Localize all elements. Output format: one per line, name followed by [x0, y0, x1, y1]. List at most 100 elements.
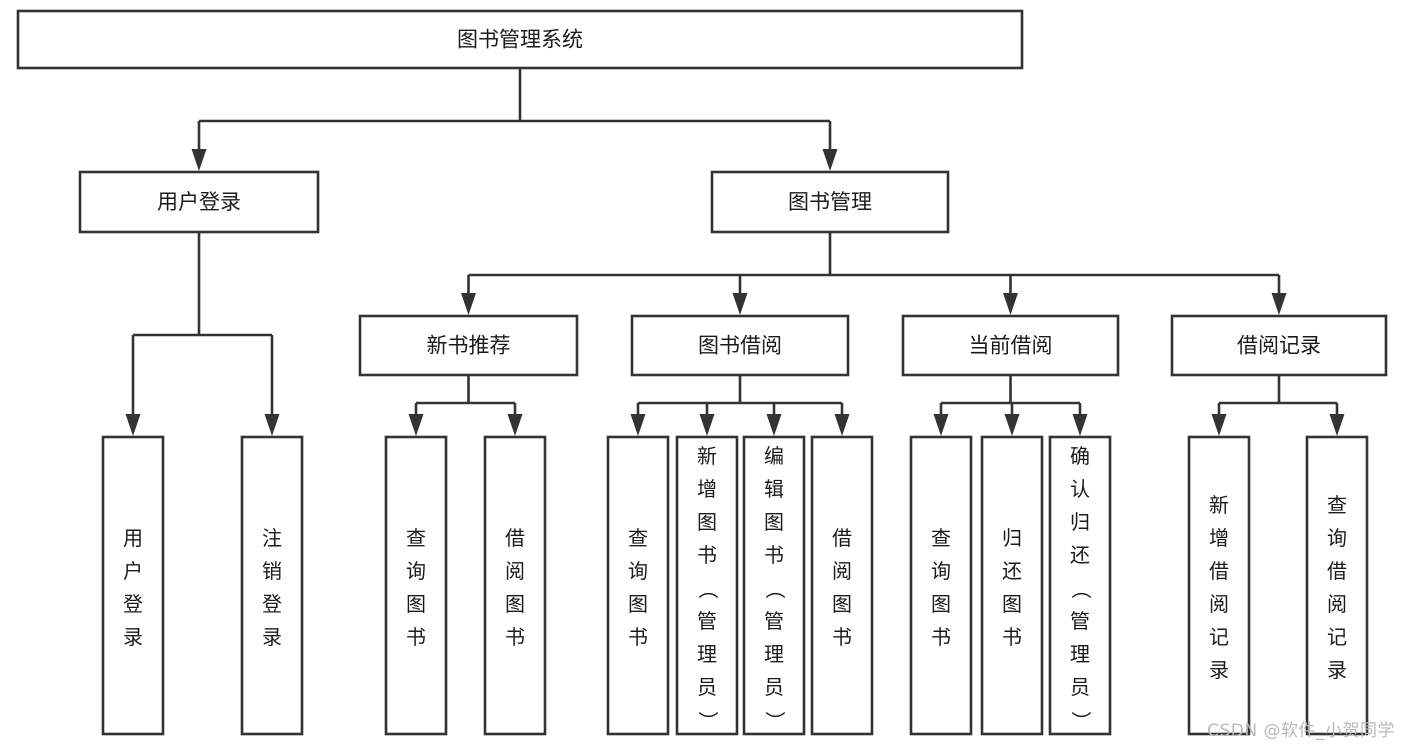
flow-node-user-login[interactable]: 用户登录 — [78, 170, 320, 234]
node-box[interactable] — [980, 435, 1044, 736]
node-label-char: 图 — [931, 592, 951, 616]
node-box[interactable] — [742, 435, 806, 736]
node-label-char: 图 — [832, 592, 852, 616]
node-box[interactable] — [358, 314, 579, 377]
edges-layer — [125, 68, 1345, 436]
node-box[interactable] — [1187, 435, 1251, 736]
edge-arrowhead — [507, 414, 523, 436]
node-label-char: 还 — [1002, 559, 1022, 583]
flow-node-book-borrow[interactable]: 图书借阅 — [630, 314, 850, 377]
node-box[interactable] — [240, 435, 304, 736]
node-label-char: 借 — [1327, 559, 1347, 583]
edge-arrowhead — [822, 149, 838, 171]
node-box[interactable] — [675, 435, 739, 736]
node-box[interactable] — [810, 435, 874, 736]
flow-node-current-borrow[interactable]: 当前借阅 — [901, 314, 1120, 377]
node-box[interactable] — [483, 435, 547, 736]
node-box[interactable] — [901, 314, 1120, 377]
node-label-char: 查 — [406, 526, 426, 550]
node-label: 用户登录 — [157, 190, 241, 214]
node-label-char: 询 — [628, 559, 648, 583]
node-box[interactable] — [1048, 435, 1112, 736]
node-label-char: （ — [696, 579, 720, 599]
node-label-char: ） — [696, 711, 720, 731]
node-label-char: 图 — [764, 510, 784, 534]
edge-group — [630, 375, 850, 436]
node-label-char: 增 — [1209, 526, 1229, 550]
node-label-char: 用 — [123, 526, 143, 550]
node-label-char: 辑 — [764, 477, 784, 501]
flow-node-book-manage[interactable]: 图书管理 — [710, 170, 950, 234]
edge-arrowhead — [1329, 414, 1345, 436]
node-label-char: 理 — [1070, 642, 1090, 666]
node-label-char: 新 — [697, 444, 717, 468]
node-label-char: 书 — [628, 625, 648, 649]
node-label-char: 查 — [628, 526, 648, 550]
edge-arrowhead — [264, 414, 280, 436]
flow-node-root[interactable]: 图书管理系统 — [16, 9, 1024, 70]
node-box[interactable] — [101, 435, 165, 736]
node-box[interactable] — [16, 9, 1024, 70]
node-label-char: 认 — [1070, 477, 1090, 501]
node-box[interactable] — [710, 170, 950, 234]
node-label-char: 阅 — [1327, 592, 1347, 616]
node-label-char: （ — [763, 579, 787, 599]
node-label-char: 图 — [628, 592, 648, 616]
node-box[interactable] — [1305, 435, 1369, 736]
edge-arrowhead — [461, 293, 476, 315]
node-label-char: 图 — [505, 592, 525, 616]
node-box[interactable] — [384, 435, 448, 736]
edge-arrowhead — [699, 414, 715, 436]
node-box[interactable] — [630, 314, 850, 377]
edge-arrowhead — [834, 414, 850, 436]
node-label-char: 确 — [1070, 444, 1090, 468]
node-label-char: 记 — [1209, 625, 1229, 649]
flow-node-new-book-rec[interactable]: 新书推荐 — [358, 314, 579, 377]
edge-arrowhead — [1271, 293, 1287, 315]
edge-arrowhead — [191, 149, 207, 171]
node-box[interactable] — [606, 435, 670, 736]
flow-node-leaf-user-login[interactable]: 用户登录 — [101, 435, 165, 736]
node-label-char: 编 — [764, 444, 784, 468]
node-label-char: 询 — [931, 559, 951, 583]
edge-group — [933, 375, 1088, 436]
node-label-char: 书 — [697, 543, 717, 567]
node-label-char: 借 — [832, 526, 852, 550]
node-label: 图书管理 — [788, 190, 872, 214]
edge-group — [461, 232, 1287, 315]
node-box[interactable] — [78, 170, 320, 234]
flow-node-borrow-record[interactable]: 借阅记录 — [1170, 314, 1388, 377]
node-label-char: 销 — [262, 559, 282, 583]
node-label-char: 员 — [764, 675, 784, 699]
node-label-char: 书 — [764, 543, 784, 567]
node-label: 当前借阅 — [969, 334, 1053, 358]
node-label-char: 借 — [505, 526, 525, 550]
node-label-char: 记 — [1327, 625, 1347, 649]
node-label-char: 管 — [697, 609, 717, 633]
node-label-char: 录 — [123, 625, 143, 649]
node-label-char: 查 — [931, 526, 951, 550]
node-label: 图书管理系统 — [457, 28, 583, 52]
node-label-char: 登 — [123, 592, 143, 616]
node-label-char: 员 — [697, 675, 717, 699]
node-box[interactable] — [909, 435, 973, 736]
node-label-char: 录 — [1209, 658, 1229, 682]
edge-arrowhead — [408, 414, 424, 436]
node-label-char: 归 — [1002, 526, 1022, 550]
node-label-char: 归 — [1070, 510, 1090, 534]
node-label-char: 阅 — [505, 559, 525, 583]
node-box[interactable] — [1170, 314, 1388, 377]
